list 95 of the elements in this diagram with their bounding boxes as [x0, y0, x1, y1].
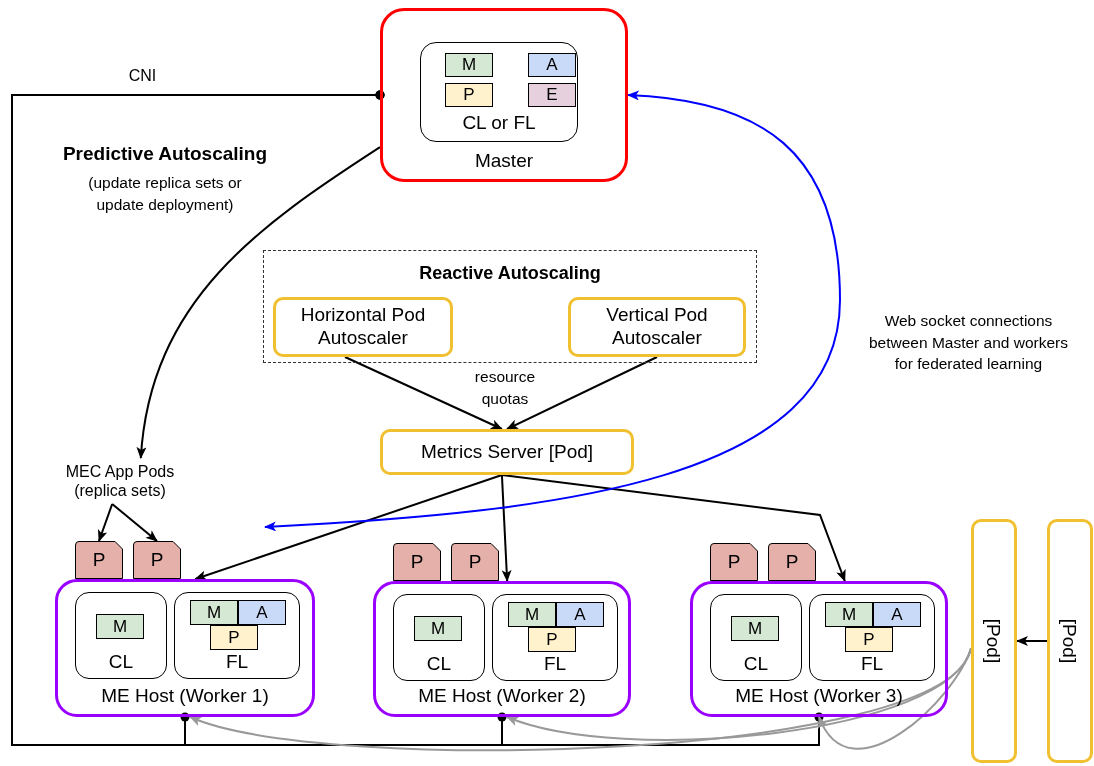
container-box — [420, 42, 578, 142]
pod-label: P — [784, 550, 800, 574]
box-label: FL — [224, 651, 250, 674]
pod-tab — [133, 541, 181, 579]
box-label: M — [523, 604, 541, 625]
module-tag — [528, 627, 576, 652]
module-tag — [825, 602, 873, 627]
box-label: A — [545, 54, 559, 76]
pod-label: P — [91, 548, 107, 572]
pod-tab — [768, 543, 816, 581]
learning-box — [809, 594, 935, 681]
box-label: CL — [107, 651, 135, 674]
module-tag — [528, 83, 576, 107]
module-tag — [508, 602, 556, 627]
box-label: A — [890, 604, 904, 625]
arrow — [111, 503, 158, 542]
arrow — [98, 503, 114, 542]
module-tag — [445, 83, 493, 107]
module-tag — [731, 616, 779, 641]
pod-tab — [710, 543, 758, 581]
learning-box — [393, 594, 485, 681]
pod-box — [273, 297, 453, 357]
pod-label: P — [409, 550, 425, 574]
pod-box — [971, 519, 1017, 763]
box-label: A — [573, 604, 587, 625]
box-label: [Pod] — [984, 618, 1004, 664]
box-label: P — [227, 627, 241, 648]
section-heading: Predictive Autoscaling — [61, 142, 269, 166]
box-label: CL — [425, 653, 453, 676]
box-label: Metrics Server [Pod] — [419, 440, 595, 464]
box-label: M — [746, 618, 764, 639]
pod-label: P — [726, 550, 742, 574]
box-label: FL — [859, 653, 885, 676]
dashed-group-box — [263, 250, 757, 363]
pod-tab — [393, 543, 441, 581]
module-tag — [873, 602, 921, 627]
module-tag — [96, 614, 144, 639]
network-line — [11, 90, 824, 746]
module-tag — [445, 53, 493, 77]
arrow — [1016, 636, 1048, 646]
box-label: ME Host (Worker 2) — [417, 685, 587, 708]
pod-tab — [75, 541, 123, 579]
pod-tab — [451, 543, 499, 581]
edge-note: resource quotas — [473, 367, 537, 409]
pod-box — [380, 429, 634, 475]
master-node-box — [380, 8, 628, 182]
box-label: M — [460, 54, 478, 76]
arrow — [137, 146, 381, 459]
box-label: E — [545, 84, 559, 106]
box-label: CL or FL — [461, 112, 537, 135]
box-label: Master — [473, 150, 535, 173]
pods-caption: MEC App Pods (replica sets) — [64, 461, 176, 501]
note-text: (update replica sets or update deployment) — [87, 173, 243, 216]
learning-box — [174, 592, 300, 679]
pod-label: P — [149, 548, 165, 572]
module-tag — [845, 627, 893, 652]
module-tag — [238, 600, 286, 625]
arrow — [818, 647, 972, 750]
worker-host-box — [55, 579, 315, 717]
box-label: P — [462, 84, 476, 106]
pod-label: P — [467, 550, 483, 574]
arrow — [344, 356, 503, 430]
box-label: Reactive Autoscaling — [418, 263, 602, 285]
module-tag — [528, 53, 576, 77]
learning-box — [75, 592, 167, 679]
box-label: ME Host (Worker 1) — [100, 685, 270, 708]
box-label: M — [111, 616, 129, 637]
learning-box — [710, 594, 802, 681]
box-label: Vertical Pod Autoscaler — [605, 304, 709, 350]
arrow — [194, 474, 503, 581]
pod-box — [1047, 519, 1093, 763]
box-label: CL — [742, 653, 770, 676]
box-label: ME Host (Worker 3) — [734, 685, 904, 708]
learning-box — [492, 594, 618, 681]
box-label: A — [255, 602, 269, 623]
module-tag — [556, 602, 604, 627]
box-label: Horizontal Pod Autoscaler — [299, 304, 427, 350]
box-label: M — [429, 618, 447, 639]
box-label: M — [205, 602, 223, 623]
module-tag — [210, 625, 258, 650]
arrow — [500, 474, 846, 582]
arrow — [264, 90, 841, 532]
arrow — [506, 356, 658, 430]
module-tag — [190, 600, 238, 625]
arrow — [500, 474, 512, 582]
worker-host-box — [690, 581, 948, 717]
box-label: P — [545, 629, 559, 650]
note-text: Web socket connections between Master and workers for federated learning — [868, 311, 1069, 375]
box-label: FL — [542, 653, 568, 676]
box-label: P — [862, 629, 876, 650]
worker-host-box — [373, 581, 631, 717]
pod-box — [568, 297, 746, 357]
module-tag — [414, 616, 462, 641]
box-label: M — [840, 604, 858, 625]
box-label: [Pod] — [1060, 618, 1080, 664]
